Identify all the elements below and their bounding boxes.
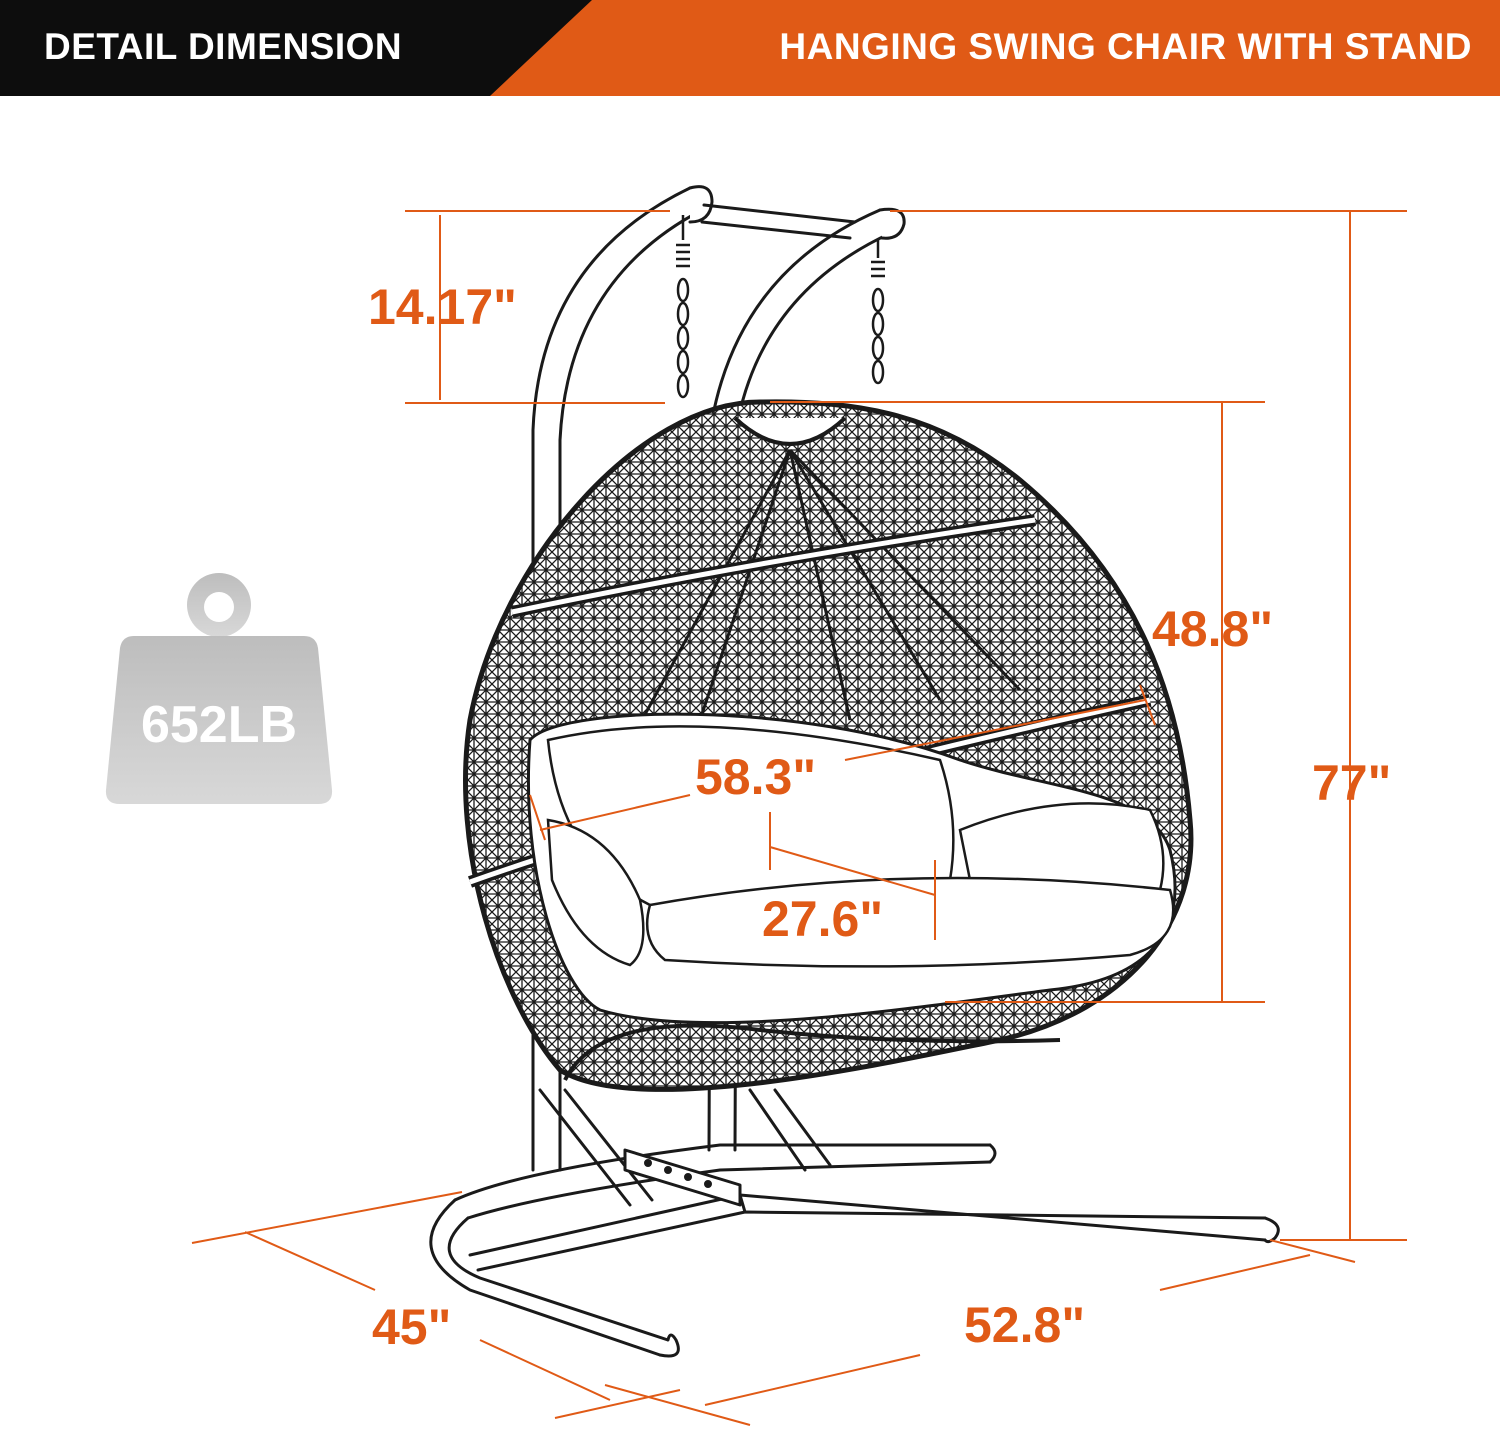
dimension-lines (191, 210, 1407, 1426)
weight-icon (105, 573, 333, 804)
banner-left-title: DETAIL DIMENSION (44, 26, 403, 67)
dimension-label-basket-width: 58.3" (695, 749, 817, 805)
banner-right-title: HANGING SWING CHAIR WITH STAND (779, 26, 1472, 67)
banner-background (0, 0, 1500, 96)
dimension-label-seat-depth: 27.6" (762, 891, 884, 947)
weight-capacity-label: 652LB (140, 696, 298, 754)
dimension-label-chain-drop: 14.17" (368, 279, 517, 335)
dimension-label-basket-height: 48.8" (1152, 601, 1274, 657)
dimension-label-total-height: 77" (1312, 755, 1392, 811)
basket (463, 399, 1194, 1092)
header-banner: DETAIL DIMENSION HANGING SWING CHAIR WIT… (0, 0, 1500, 96)
dimension-label-base-depth: 45" (372, 1299, 452, 1355)
chains (676, 215, 885, 399)
stand-frame (429, 185, 1280, 1358)
dimension-label-base-width: 52.8" (964, 1297, 1086, 1353)
